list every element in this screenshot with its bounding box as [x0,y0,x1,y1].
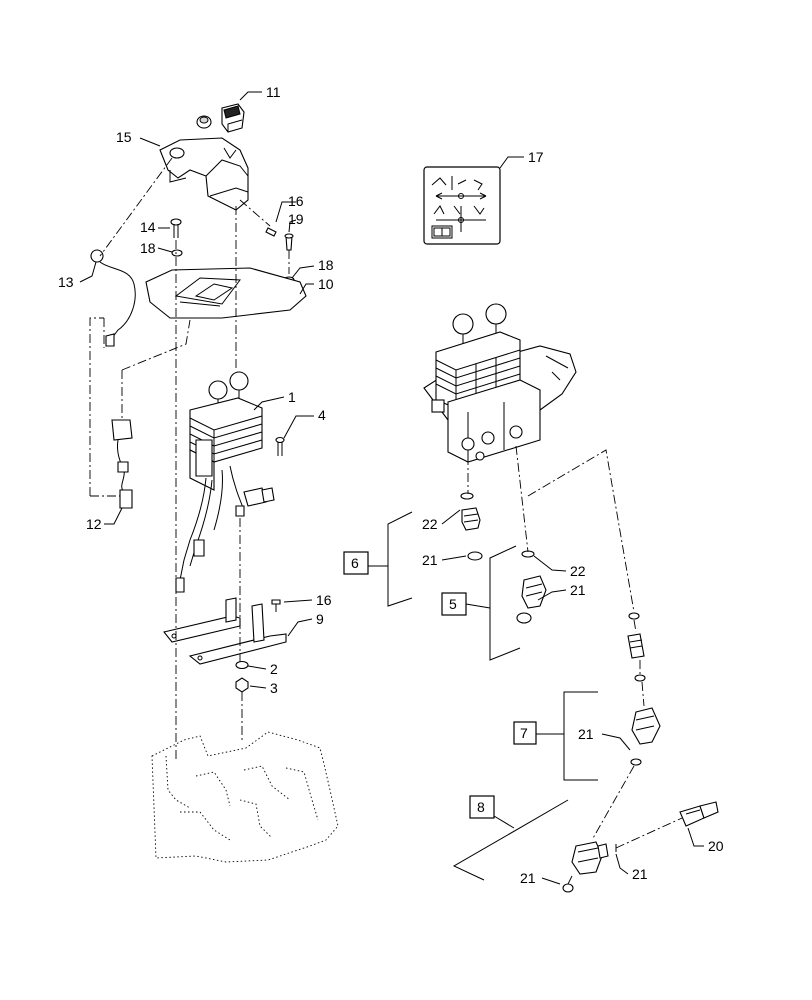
screw-part-16b [271,599,281,612]
knob-part [196,115,212,129]
fitting-part-7 [627,612,661,766]
callout-21c: 21 [578,726,594,742]
callout-15: 15 [116,129,132,145]
leader-lines [79,91,704,885]
callout-21b: 21 [570,582,586,598]
group-box-5-label: 5 [449,596,457,612]
callout-20: 20 [708,838,724,854]
callout-4: 4 [318,407,326,423]
group-box-6: 6 [343,551,369,575]
washer-part-18a [171,249,183,257]
screw-part-16a [265,227,277,237]
book-icon [431,225,453,239]
callout-16a: 16 [288,193,304,209]
fitting-part-5 [516,550,547,624]
callout-21e: 21 [632,866,648,882]
group-box-7-label: 7 [520,725,528,741]
callout-22a: 22 [422,516,438,532]
callout-13: 13 [58,274,74,290]
group-brackets [368,511,598,881]
callout-9: 9 [316,611,324,627]
switch-part [221,103,245,133]
screw-part-14 [170,218,182,238]
group-box-8: 8 [469,795,495,819]
ground-wire-part [90,249,136,347]
callout-21a: 21 [422,552,438,568]
callout-18a: 18 [140,240,156,256]
mounting-bracket-part [163,597,287,665]
callout-16b: 16 [316,592,332,608]
armrest-cover-part [159,137,249,211]
fitting-part-8 [562,841,617,893]
group-box-7: 7 [513,721,537,745]
assembly-lines-left [89,157,290,760]
callout-1: 1 [288,389,296,405]
fitting-part-20 [679,801,719,827]
callout-2: 2 [270,661,278,677]
joystick-valve-assembly-part [423,303,577,463]
screw-part-4 [275,436,285,456]
callout-22b: 22 [570,563,586,579]
callout-17: 17 [528,149,544,165]
callout-11: 11 [266,84,281,100]
group-box-8-label: 8 [477,799,485,815]
callout-18b: 18 [318,257,334,273]
screw-part-19 [284,233,294,251]
joystick-controller-part [175,371,275,593]
callout-12: 12 [86,516,102,532]
bezel-plate-part [145,267,307,319]
assembly-lines-right [467,445,683,885]
nut-part-3 [235,677,249,693]
group-box-6-label: 6 [351,555,359,571]
group-box-5: 5 [441,592,467,616]
callout-3: 3 [270,680,278,696]
cab-console-outline [151,731,339,863]
callout-10: 10 [318,276,334,292]
washer-part-2 [235,660,249,670]
callout-19: 19 [288,211,304,227]
callout-14: 14 [140,219,156,235]
decal-icon [423,166,501,245]
callout-21d: 21 [520,870,536,886]
fitting-part-6 [460,492,483,561]
wire-harness-part [111,419,133,509]
